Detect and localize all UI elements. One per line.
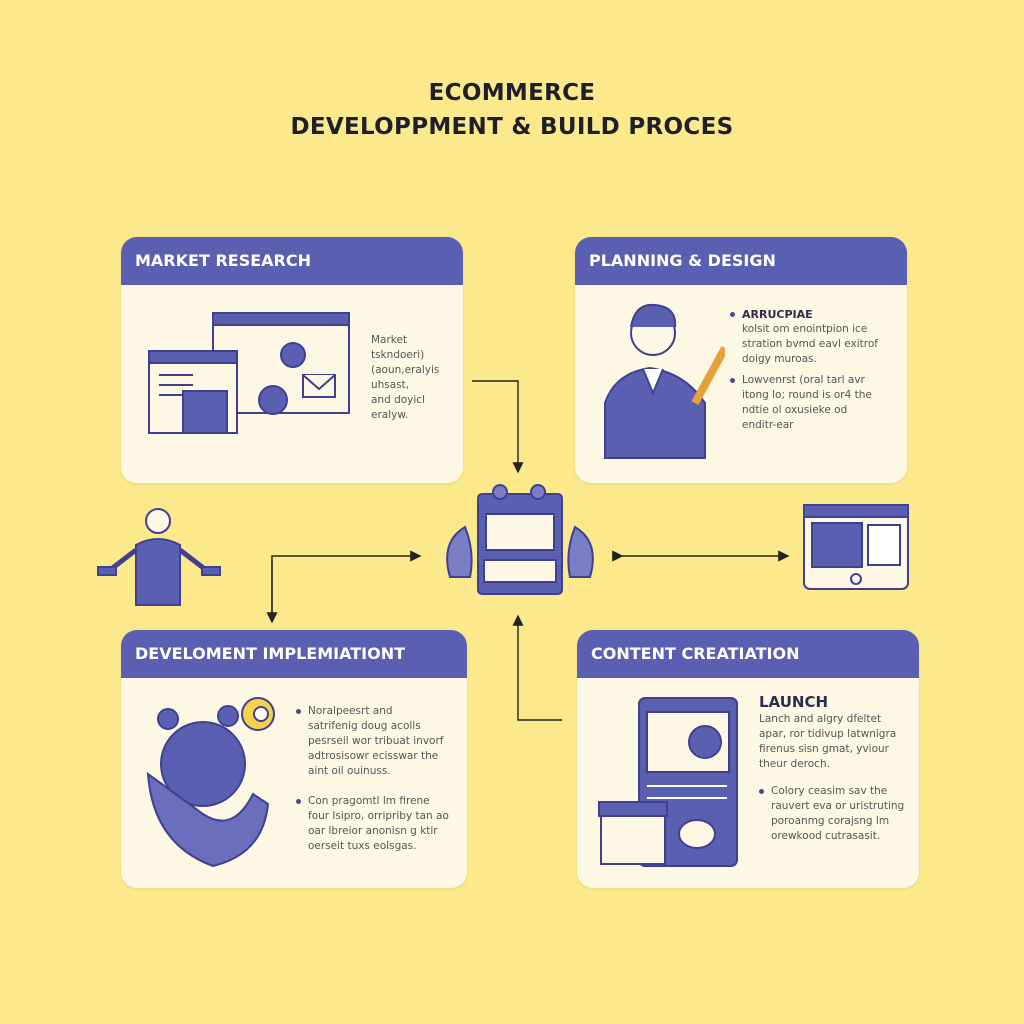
research-illustration-icon [148,312,350,434]
title-line-2: DEVELOPPMENT & BUILD PROCES [290,114,734,140]
tablet-store-icon [598,697,738,867]
arrow-research-to-hub [472,380,524,474]
card-development-implementation: DEVELOMENT IMPLEMIATIONT Noralpeesrt and… [121,630,467,888]
card-content-creation: CONTENT CREATIATION LAUNCH Lanch and alg… [577,630,919,888]
card-heading: MARKET RESEARCH [121,237,463,285]
businessman-icon [97,508,221,606]
card-planning-design: PLANNING & DESIGN ARRUCPIAE kolsit om en… [575,237,907,483]
hand-creature-icon [146,697,275,868]
designer-person-icon [604,303,725,459]
card-heading: DEVELOMENT IMPLEMIATIONT [121,630,467,678]
card-heading: PLANNING & DESIGN [575,237,907,285]
title-line-1: ECOMMERCE [428,80,596,106]
storefront-hub-icon [446,484,594,595]
card-heading: CONTENT CREATIATION [577,630,919,678]
arrow-to-hub-left [271,550,422,622]
arrow-content-to-hub [512,614,562,721]
website-screen-icon [803,504,909,590]
